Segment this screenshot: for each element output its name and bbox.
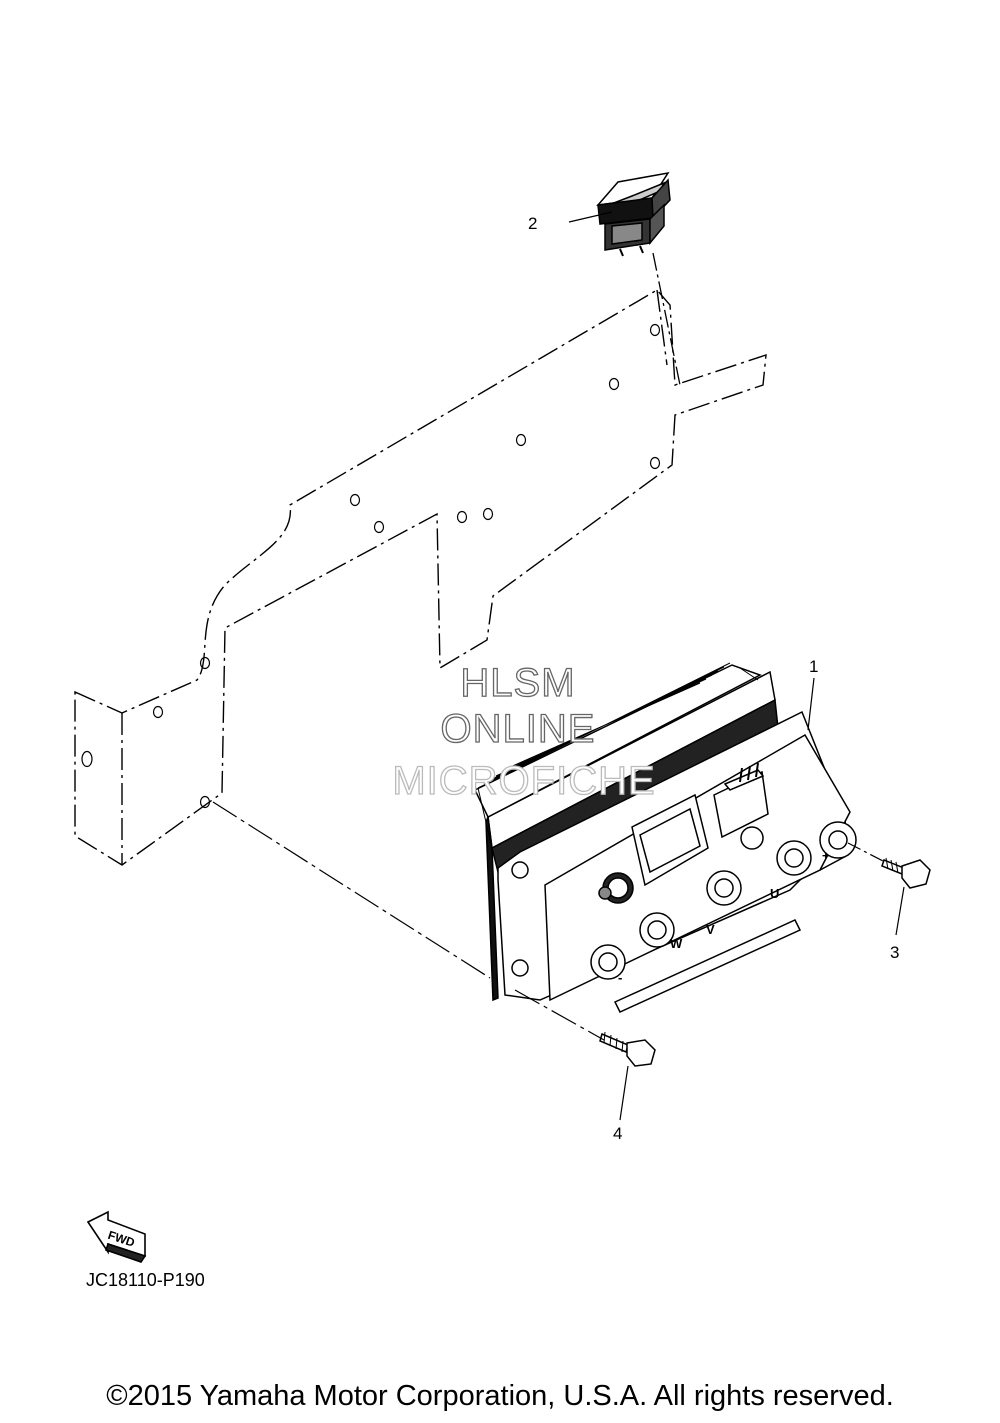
bolt-3 — [881, 857, 931, 889]
drawing-code: JC18110-P190 — [86, 1270, 205, 1290]
rocker-switch — [596, 171, 671, 257]
callout-4: 4 — [613, 1124, 622, 1143]
terminal-label-w: W — [670, 936, 683, 951]
plate-holes — [81, 323, 661, 809]
watermark-line-3: MICROFICHE — [392, 759, 655, 803]
copyright-notice: ©2015 Yamaha Motor Corporation, U.S.A. A… — [106, 1380, 894, 1412]
terminal-label-minus: - — [618, 970, 622, 985]
callout-2: 2 — [528, 214, 537, 233]
callout-3: 3 — [890, 943, 899, 962]
mounting-plate — [74, 289, 767, 866]
leader-lines — [212, 211, 905, 1121]
motor-controller — [474, 662, 857, 1013]
callout-1: 1 — [809, 657, 818, 676]
watermark-line-1: HLSM — [460, 661, 575, 705]
terminal-label-u: U — [770, 886, 779, 901]
terminal-labels: U V W - + — [618, 848, 830, 985]
terminal-label-v: V — [706, 922, 715, 937]
heatsink-fins — [477, 662, 759, 849]
bolt-4 — [599, 1031, 656, 1067]
switch-mount-leader — [652, 252, 681, 386]
fwd-arrow-icon: FWD — [86, 1210, 147, 1263]
watermark: HLSM ONLINE MICROFICHE — [392, 660, 656, 803]
terminal-label-plus: + — [822, 848, 830, 863]
watermark-line-2: ONLINE — [441, 707, 596, 751]
